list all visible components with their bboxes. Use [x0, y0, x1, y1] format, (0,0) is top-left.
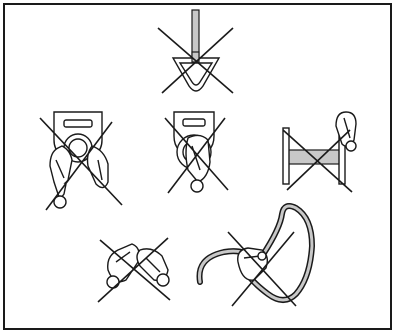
snap-hook-left-eye — [107, 276, 119, 288]
snap-hook-rivet — [258, 252, 266, 260]
panel-snaphook-on-own-lanyard — [200, 206, 313, 306]
panel-anchor-dring-on-bar — [158, 10, 233, 93]
panel-snaphooks-hooked-together — [98, 238, 170, 302]
panel-dring-snaphook-rotated — [165, 112, 228, 193]
plate-slot — [64, 120, 92, 127]
ibeam-flange-left — [283, 128, 289, 184]
snap-hook-eye — [346, 141, 356, 151]
snap-hook-eye — [191, 180, 203, 192]
plate-slot — [183, 119, 205, 126]
snap-hook-right — [88, 146, 109, 188]
snap-hook-left-eye — [54, 182, 66, 197]
snap-hook-right-eye — [157, 274, 169, 286]
panel-dring-multiple-snaphooks — [40, 112, 122, 210]
panel-snaphook-on-ibeam-flange — [283, 112, 356, 192]
